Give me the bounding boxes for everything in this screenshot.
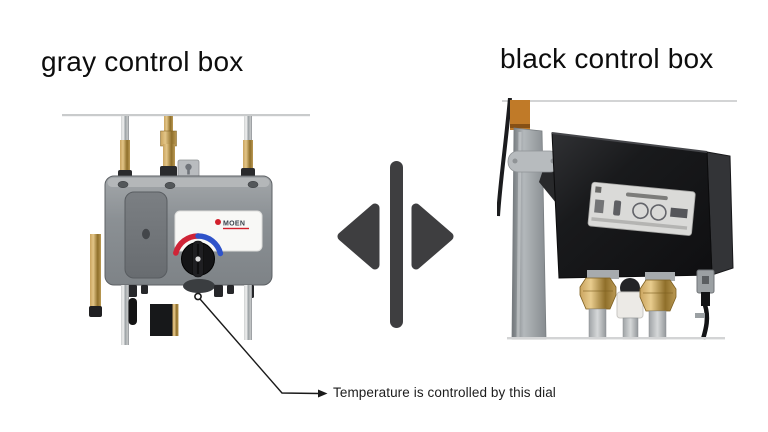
warning-icon: [594, 199, 605, 214]
right-supply-pipe: [241, 116, 255, 180]
left-supply-pipe: [118, 116, 132, 180]
center-white-fitting: [616, 278, 644, 340]
lower-right-pipe: [244, 285, 252, 340]
power-connector-cable: [695, 269, 715, 340]
black-control-box-photo: [497, 98, 737, 342]
top-edge-line: [502, 100, 737, 102]
black-cable-left: [497, 98, 512, 217]
annotation-text: Temperature is controlled by this dial: [333, 385, 556, 400]
bottom-edge-line: [507, 337, 725, 340]
temperature-dial: [173, 233, 224, 278]
center-supply-pipe: [160, 116, 177, 180]
diagram-circle-icon: [632, 202, 649, 220]
left-brass-valve: [579, 277, 617, 340]
lower-left-pipe: [121, 285, 137, 345]
mounting-bracket: [177, 159, 200, 179]
callout-arrowhead-icon: [318, 389, 328, 398]
mounting-surface-line: [62, 114, 310, 117]
right-arrow: [411, 203, 454, 270]
divider-bar: [390, 161, 403, 328]
compare-arrows-icon: [330, 155, 460, 335]
right-valve-collar: [645, 272, 675, 281]
left-title: gray control box: [41, 46, 244, 77]
brand-text: MOEN: [223, 221, 245, 228]
lower-center-fitting: [150, 304, 179, 336]
side-brass-pipe: [89, 234, 102, 317]
figure-icon: [613, 200, 622, 216]
left-valve-collar: [587, 270, 619, 279]
right-brass-valve: [639, 279, 677, 340]
right-title: black control box: [500, 43, 714, 74]
product-label-black-box: [587, 181, 696, 236]
gray-control-box-photo: MOEN: [62, 112, 310, 346]
cold-arc: [195, 233, 224, 257]
moen-logo-icon: [215, 219, 221, 225]
pipe-clamp: [507, 150, 561, 173]
access-door-panel: [124, 191, 168, 279]
diagram-circle-icon: [650, 204, 667, 221]
copper-pipe: [510, 100, 530, 130]
valve-shroud: [183, 279, 215, 293]
label-mark-icon: [595, 186, 602, 193]
left-arrow: [337, 203, 380, 270]
